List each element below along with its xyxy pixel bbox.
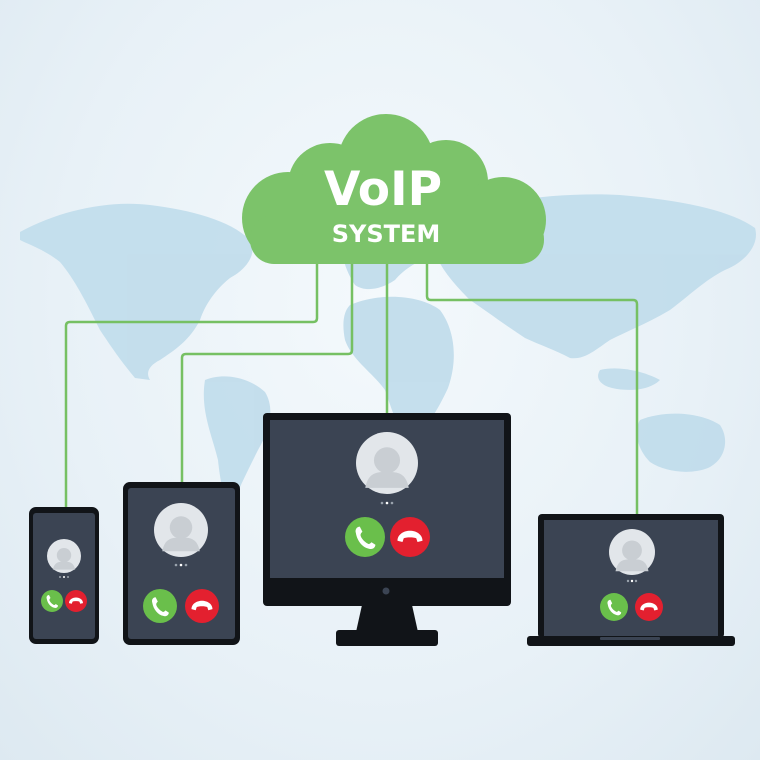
smartphone-device	[29, 507, 99, 644]
user-avatar-icon	[52, 548, 76, 570]
connector-lines	[64, 262, 639, 516]
continent-north-america	[20, 203, 253, 380]
cloud-title: VoIP	[324, 162, 442, 217]
monitor-accept-button[interactable]	[345, 517, 385, 557]
tablet-decline-button[interactable]	[185, 589, 219, 623]
monitor-stand-base	[336, 630, 438, 646]
laptop-caller	[609, 529, 655, 583]
connector-to-tablet	[180, 262, 354, 484]
monitor-decline-button[interactable]	[390, 517, 430, 557]
tablet-caller	[154, 503, 208, 567]
continent-australia	[636, 413, 726, 472]
continent-africa	[343, 296, 454, 445]
cloud-subtitle: SYSTEM	[332, 220, 441, 248]
laptop-trackpad-notch	[600, 637, 660, 640]
voip-cloud: VoIP SYSTEM	[242, 114, 546, 264]
laptop-base	[527, 636, 735, 646]
smartphone-accept-button[interactable]	[41, 590, 63, 612]
desktop-monitor-device	[263, 413, 511, 646]
monitor-camera	[382, 587, 390, 595]
monitor-stand	[356, 605, 418, 632]
monitor-caller	[356, 432, 418, 505]
smartphone-caller	[47, 539, 81, 578]
continent-south-america	[203, 376, 271, 510]
laptop-accept-button[interactable]	[600, 593, 628, 621]
connector-to-laptop	[425, 262, 639, 516]
laptop-decline-button[interactable]	[635, 593, 663, 621]
smartphone-decline-button[interactable]	[65, 590, 87, 612]
user-avatar-icon	[162, 516, 200, 552]
user-avatar-icon	[365, 447, 409, 488]
continent-southeast-asia	[598, 368, 660, 390]
user-avatar-icon	[615, 540, 649, 572]
laptop-device	[527, 514, 735, 646]
tablet-device	[123, 482, 240, 645]
tablet-accept-button[interactable]	[143, 589, 177, 623]
connector-to-smartphone	[64, 262, 319, 508]
